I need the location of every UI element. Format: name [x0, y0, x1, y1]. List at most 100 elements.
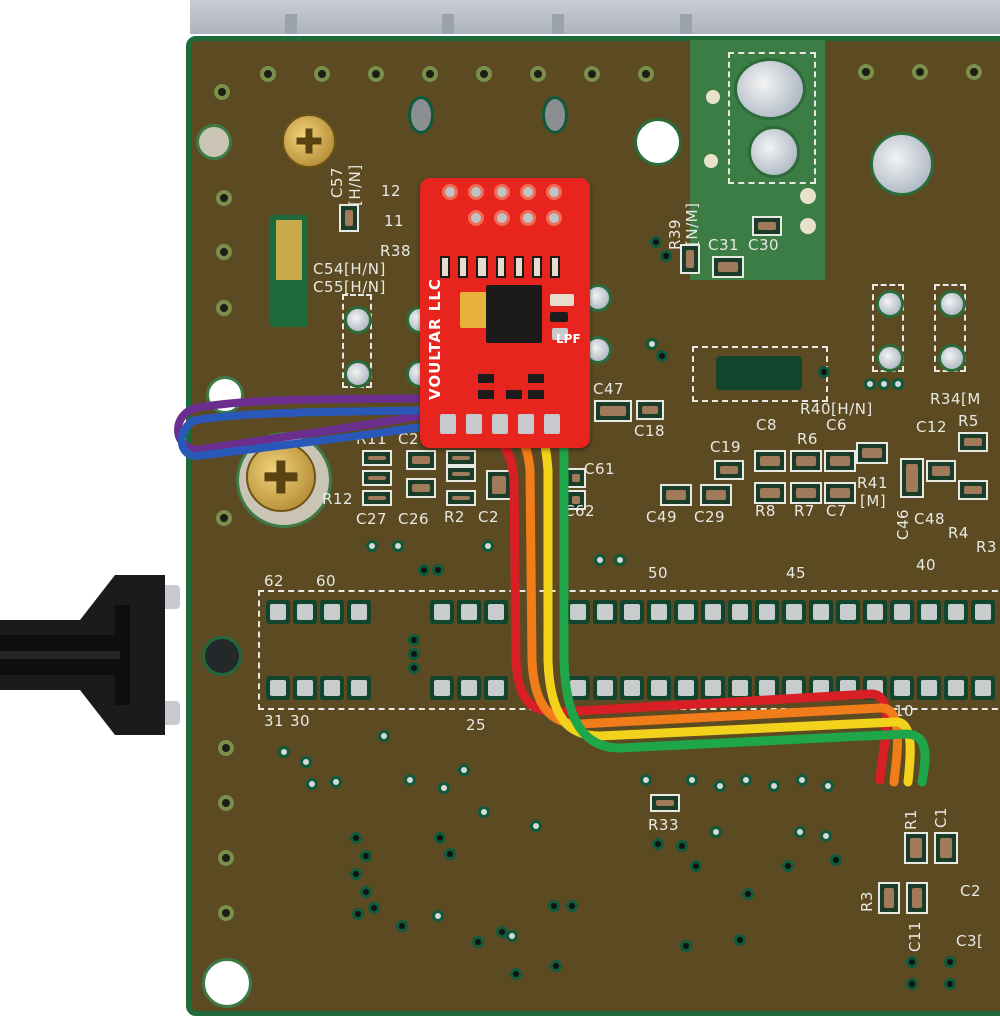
via [306, 778, 318, 790]
silk-label: C6 [826, 416, 848, 434]
via [646, 338, 658, 350]
module-resistor [478, 374, 494, 383]
through-hole [214, 84, 230, 100]
smd-pad [971, 600, 995, 624]
via [566, 900, 578, 912]
smd-capacitor [900, 458, 924, 498]
standoff-clip [408, 96, 434, 134]
enclosure-tab [552, 14, 564, 34]
edge-connector [0, 575, 180, 735]
wire-solder-pad [544, 414, 560, 434]
silk-label: R34[M [930, 390, 981, 408]
module-resistor [440, 256, 450, 278]
header-pin-label: 11 [384, 212, 405, 230]
via [300, 756, 312, 768]
smd-pad [293, 600, 317, 624]
via [710, 826, 722, 838]
smd-pad [917, 676, 941, 700]
smd-resistor [680, 244, 700, 274]
through-hole-pad [344, 360, 372, 388]
wire-blue [177, 406, 444, 461]
via [690, 860, 702, 872]
module-header-pin [468, 210, 484, 226]
silk-label: C49 [646, 508, 678, 526]
silk-label: C18 [634, 422, 666, 440]
via [640, 774, 652, 786]
smd-pad [566, 600, 590, 624]
smd-pad [266, 676, 290, 700]
smd-resistor [446, 490, 476, 506]
through-hole [218, 850, 234, 866]
through-hole [422, 66, 438, 82]
enclosure-edge [190, 0, 1000, 34]
through-hole-pad [344, 306, 372, 334]
through-hole-pad [938, 290, 966, 318]
smd-capacitor [926, 460, 956, 482]
via [360, 886, 372, 898]
smd-capacitor [824, 450, 856, 472]
silk-label: R5 [958, 412, 979, 430]
module-header-pin [520, 210, 536, 226]
smd-capacitor [660, 484, 692, 506]
through-hole [216, 244, 232, 260]
via [594, 554, 606, 566]
via [892, 378, 904, 390]
via [550, 960, 562, 972]
smd-pad [347, 676, 371, 700]
via [734, 934, 746, 946]
silk-label: C12 [916, 418, 948, 436]
smd-pad [755, 600, 779, 624]
enclosure-tab [442, 14, 454, 34]
test-pad [702, 86, 724, 108]
smd-pad [701, 600, 725, 624]
wire-solder-pad [466, 414, 482, 434]
via [444, 848, 456, 860]
module-header-pin [468, 184, 484, 200]
via [768, 780, 780, 792]
phillips-screw-icon [246, 442, 316, 512]
smd-pad [863, 600, 887, 624]
via [418, 564, 430, 576]
via [368, 902, 380, 914]
module-resistor [506, 390, 522, 399]
module-header-pin [494, 210, 510, 226]
module-resistor [478, 390, 494, 399]
smd-pad [917, 600, 941, 624]
via [650, 236, 662, 248]
silk-label: C2 [960, 882, 982, 900]
smd-resistor [856, 442, 888, 464]
solder-pad-large [870, 132, 934, 196]
via [458, 764, 470, 776]
test-pad [700, 150, 722, 172]
test-pad [796, 214, 820, 238]
smd-capacitor [752, 216, 782, 236]
smd-resistor [904, 832, 928, 864]
via [906, 956, 918, 968]
through-hole [314, 66, 330, 82]
via [530, 820, 542, 832]
through-hole-pad [876, 344, 904, 372]
via [686, 774, 698, 786]
phillips-screw-icon [282, 114, 336, 168]
smd-resistor [754, 482, 786, 504]
smd-capacitor [906, 882, 928, 914]
through-hole [966, 64, 982, 80]
via [432, 564, 444, 576]
silk-label: R38 [380, 242, 412, 260]
via [482, 540, 494, 552]
smd-capacitor [406, 450, 436, 470]
smd-capacitor [700, 484, 732, 506]
through-hole [638, 66, 654, 82]
module-header-pin [546, 210, 562, 226]
module-header-pin [546, 184, 562, 200]
smd-pad [620, 676, 644, 700]
through-hole [858, 64, 874, 80]
through-hole [218, 795, 234, 811]
smd-pad [944, 676, 968, 700]
via [278, 746, 290, 758]
ic-chip [486, 285, 542, 343]
smd-resistor [790, 450, 822, 472]
smd-resistor [650, 794, 680, 812]
silk-label: C47 [593, 380, 625, 398]
